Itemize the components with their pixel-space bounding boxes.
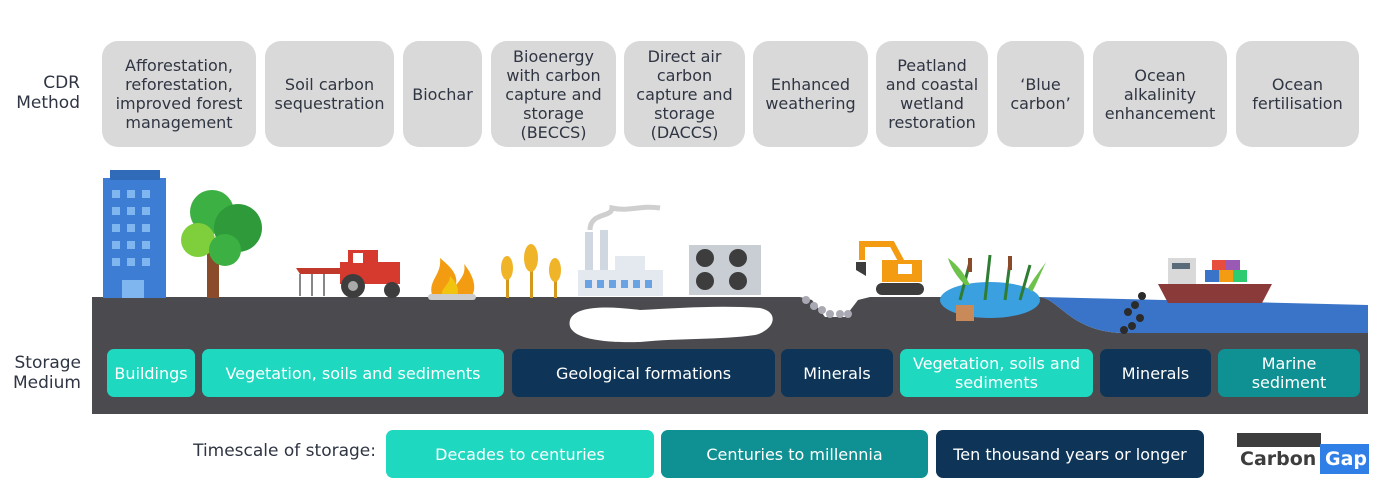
- storage-vegetation-sediments: Vegetation, soils and sediments: [900, 349, 1093, 397]
- storage-vegetation-soils: Vegetation, soils and sediments: [202, 349, 504, 397]
- logo-word-carbon: Carbon: [1240, 448, 1317, 470]
- method-beccs: Bioenergy with carbon capture and storag…: [491, 41, 616, 147]
- geological-reservoir: [569, 306, 773, 343]
- storage-marine-sediment: Marine sediment: [1218, 349, 1360, 397]
- timescale-decades: Decades to centuries: [386, 430, 654, 478]
- storage-geological: Geological formations: [512, 349, 775, 397]
- logo-word-gap: Gap: [1325, 448, 1368, 470]
- method-enhanced-weathering: Enhanced weathering: [753, 41, 868, 147]
- storage-minerals-2: Minerals: [1100, 349, 1211, 397]
- method-ocean-fertilisation: Ocean fertilisation: [1236, 41, 1359, 147]
- timescale-centuries: Centuries to millennia: [661, 430, 928, 478]
- timescale-ten-thousand: Ten thousand years or longer: [936, 430, 1204, 478]
- timescale-label: Timescale of storage:: [193, 441, 376, 461]
- storage-medium-label: Storage Medium: [13, 353, 81, 393]
- logo-gap-box: [1320, 444, 1369, 474]
- tractor-icon: [296, 250, 400, 298]
- method-afforestation: Afforestation, reforestation, improved f…: [102, 41, 256, 147]
- logo-bar: [1237, 433, 1321, 447]
- building-icon: [103, 170, 166, 298]
- storage-minerals-1: Minerals: [781, 349, 893, 397]
- method-ocean-alkalinity: Ocean alkalinity enhancement: [1093, 41, 1227, 147]
- sinking-particles-icon: [1120, 292, 1146, 334]
- method-blue-carbon: ‘Blue carbon’: [997, 41, 1084, 147]
- wheat-icon: [501, 244, 561, 298]
- tree-icon: [181, 190, 262, 298]
- wetland-reeds-icon: [940, 254, 1046, 321]
- excavator-icon: [856, 241, 924, 295]
- method-daccs: Direct air carbon capture and storage (D…: [624, 41, 745, 147]
- ship-icon: [1158, 258, 1272, 303]
- method-biochar: Biochar: [403, 41, 482, 147]
- storage-buildings: Buildings: [107, 349, 195, 397]
- air-capture-unit-icon: [689, 245, 761, 295]
- crushed-rock-icon: [802, 296, 852, 318]
- factory-icon: [578, 204, 663, 296]
- cdr-method-label: CDR Method: [16, 73, 80, 113]
- method-soil-carbon: Soil carbon sequestration: [265, 41, 394, 147]
- fire-icon: [428, 258, 476, 300]
- method-peatland-wetland: Peatland and coastal wetland restoration: [876, 41, 988, 147]
- ocean-water: [1040, 297, 1368, 333]
